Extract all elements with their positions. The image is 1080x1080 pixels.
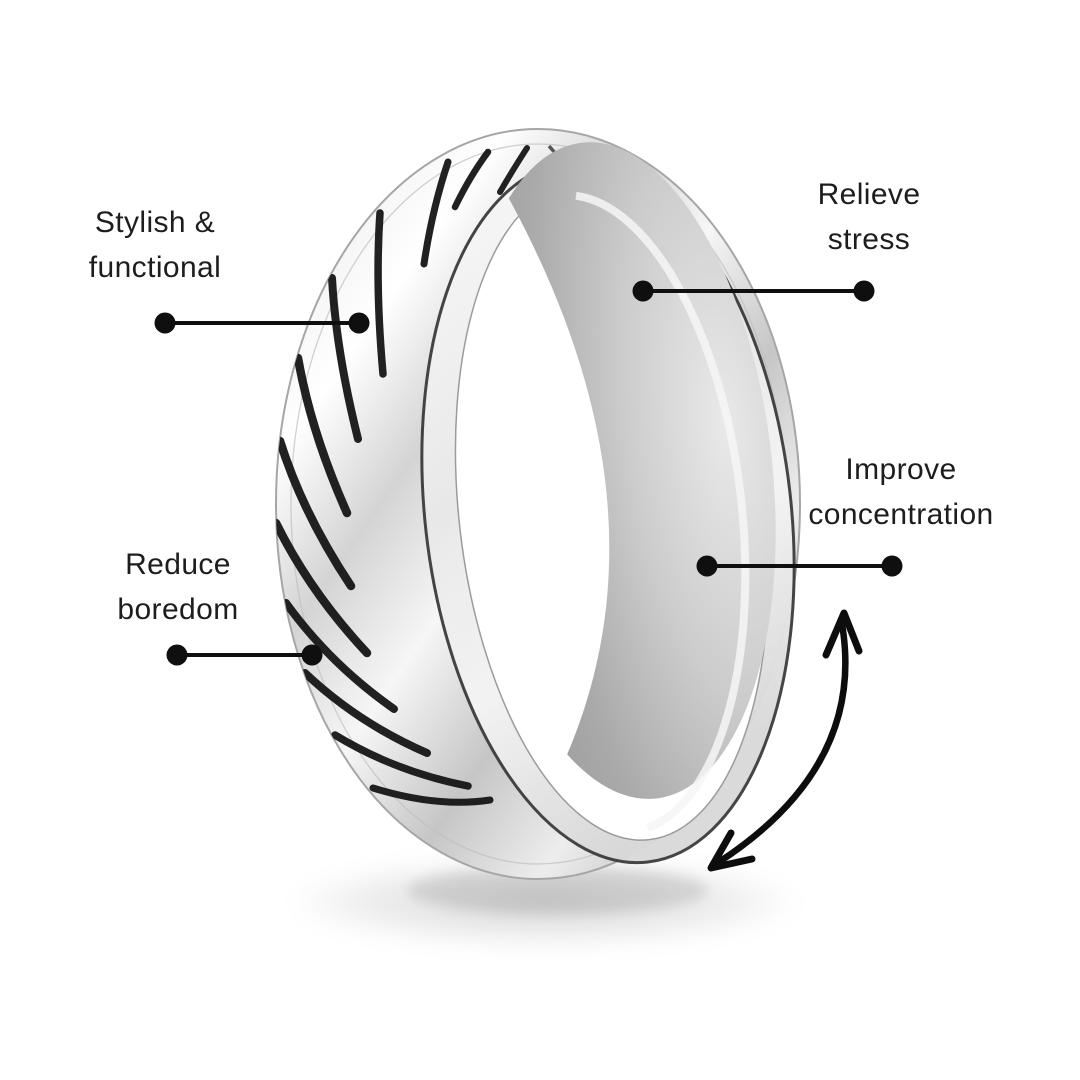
label-line-1: Stylish &: [94, 206, 216, 239]
spin-arrow-head-top: [822, 609, 863, 659]
label-line-2: stress: [827, 223, 911, 256]
connector-dot: [696, 555, 718, 577]
label-line-1: Reduce: [125, 548, 231, 581]
connector-dot: [632, 280, 654, 302]
inner-wall: [508, 142, 776, 799]
groove-cut: [451, 148, 492, 211]
groove-cut: [374, 209, 387, 378]
groove-cut: [328, 274, 362, 443]
groove-cut: [293, 353, 352, 518]
label-line-2: functional: [88, 251, 222, 284]
label-line-1: Improve: [845, 453, 957, 486]
connector-dot: [853, 280, 875, 302]
label-stylish-functional: Stylish & functional: [15, 200, 295, 290]
connector-dot: [301, 644, 323, 666]
label-line-2: concentration: [808, 498, 994, 531]
connector-dot: [166, 644, 188, 666]
connector-dot: [348, 312, 370, 334]
connector-stylish-functional: [154, 312, 370, 334]
label-line-1: Relieve: [817, 178, 921, 211]
groove-cut: [301, 669, 431, 757]
ring-opening: [420, 142, 796, 865]
connector-dot: [881, 555, 903, 577]
label-improve-concentration: Improve concentration: [756, 447, 1046, 537]
groove-cut: [420, 158, 452, 268]
groove-cut: [282, 599, 398, 713]
connectors: [154, 280, 903, 666]
groove-cut: [497, 145, 530, 195]
connector-reduce-boredom: [166, 644, 323, 666]
groove-cut: [276, 436, 356, 591]
ring-shadow: [287, 856, 803, 948]
label-reduce-boredom: Reduce boredom: [48, 542, 308, 632]
groove-cut: [369, 784, 494, 806]
inner-wall-highlight: [575, 191, 750, 832]
spin-arrow-curve: [715, 620, 849, 866]
label-line-2: boredom: [117, 593, 239, 626]
connector-improve-concentration: [696, 555, 903, 577]
groove-cut: [331, 731, 472, 790]
ring-grooves: [276, 145, 530, 806]
label-relieve-stress: Relieve stress: [739, 172, 999, 262]
connector-dot: [154, 312, 176, 334]
groove-cut: [276, 518, 372, 658]
spin-arrow-icon: [707, 609, 863, 872]
spin-arrow-head-bottom: [707, 829, 756, 872]
connector-relieve-stress: [632, 280, 875, 302]
